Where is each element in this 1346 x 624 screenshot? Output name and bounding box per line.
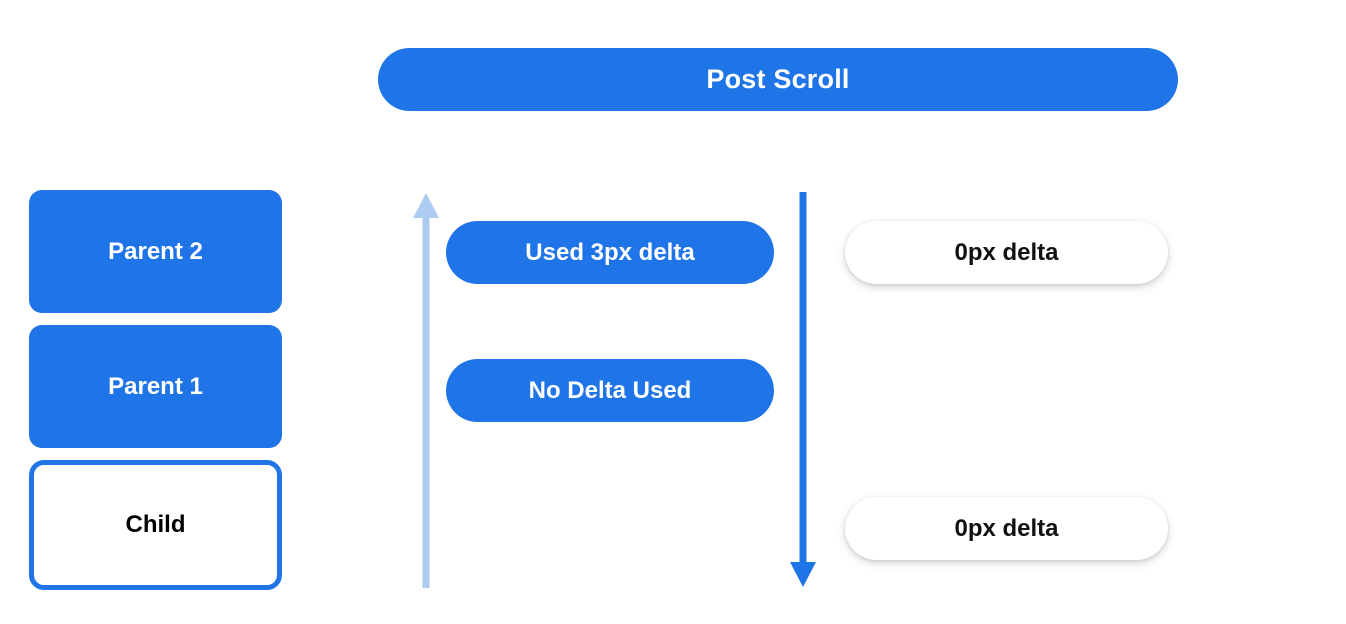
pill-zero-delta-top[interactable]: 0px delta [845, 221, 1168, 284]
bubble-up-arrow-icon [408, 192, 444, 593]
stack-box-label-parent-1: Parent 1 [108, 372, 203, 400]
pill-zero-delta-bottom[interactable]: 0px delta [845, 497, 1168, 560]
pill-label-used-3px-delta: Used 3px delta [525, 238, 695, 266]
post-scroll-title-banner: Post Scroll [378, 48, 1178, 111]
stack-box-parent-1[interactable]: Parent 1 [29, 325, 282, 448]
pill-used-3px-delta[interactable]: Used 3px delta [446, 221, 774, 284]
pill-label-zero-delta-bottom: 0px delta [954, 514, 1059, 542]
stack-box-child[interactable]: Child [29, 460, 282, 590]
stack-box-label-child: Child [125, 511, 186, 538]
scroll-chain-stack: Parent 2 Parent 1 Child [29, 190, 282, 590]
pill-no-delta-used[interactable]: No Delta Used [446, 359, 774, 422]
pill-label-no-delta-used: No Delta Used [528, 376, 692, 404]
stack-box-label-parent-2: Parent 2 [108, 237, 203, 265]
page-title: Post Scroll [706, 64, 850, 94]
pill-label-zero-delta-top: 0px delta [954, 238, 1059, 266]
stack-box-parent-2[interactable]: Parent 2 [29, 190, 282, 313]
scroll-down-arrow-icon [785, 192, 821, 593]
